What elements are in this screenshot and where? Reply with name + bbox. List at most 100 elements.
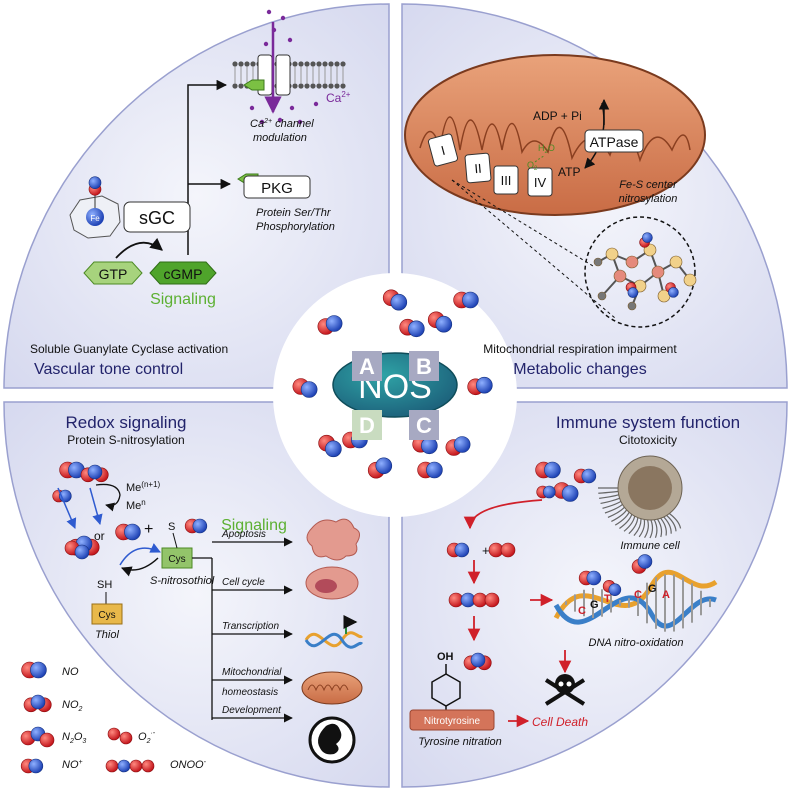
- panel-b-subtitle: Mitochondrial respiration impairment: [483, 342, 677, 356]
- gtp-to-cgmp-arrow: [115, 237, 163, 259]
- nitrogen-atom: [453, 436, 471, 453]
- dna-letter: G: [590, 599, 599, 611]
- complex-label: II: [474, 161, 483, 177]
- panel-d-letter-box: [352, 410, 382, 440]
- no-molecule: [382, 289, 408, 311]
- no-molecule: [367, 457, 393, 479]
- redox-molecules: [52, 461, 141, 560]
- lipid-head: [244, 61, 250, 67]
- lipid-head: [292, 61, 298, 67]
- no-molecule: [445, 436, 471, 456]
- dna-letter: C: [634, 589, 642, 601]
- sh-label: SH: [97, 579, 112, 591]
- sno-group: [184, 518, 208, 534]
- panel-c-subtitle: Citotoxicity: [619, 433, 677, 447]
- oxygen-atom: [500, 542, 516, 558]
- nitrogen-atom: [74, 544, 90, 560]
- complex-box: [493, 165, 519, 195]
- lipid-head: [292, 83, 298, 89]
- oxygen-atom: [105, 759, 119, 773]
- s-bond: [172, 532, 178, 549]
- atp-label: ATP: [558, 165, 580, 179]
- no-molecule: [602, 580, 622, 596]
- me-n1-label: Me(n+1): [126, 480, 161, 494]
- sulfur-atom: [593, 257, 603, 267]
- immune-cell-label: Immune cell: [620, 540, 680, 552]
- no-molecule: [115, 523, 141, 541]
- cys-box-thiol: [91, 603, 123, 625]
- quadrant-d: [3, 401, 390, 788]
- iron-atom: [651, 265, 665, 279]
- sgc-box: [123, 201, 191, 233]
- plus-sign: +: [482, 543, 490, 558]
- dna-label: DNA nitro-oxidation: [589, 637, 684, 649]
- panel-d: D Redox signaling Protein S-nitrosylatio…: [20, 410, 382, 774]
- ca-channel-right: [275, 54, 291, 96]
- lipid-head: [328, 83, 334, 89]
- o2-label: O2: [527, 160, 538, 172]
- signaling-d: Signaling: [221, 517, 287, 534]
- nitrogen-atom: [544, 461, 561, 479]
- nitrogen-atom: [586, 570, 602, 586]
- nitrogen-atom: [642, 232, 653, 243]
- dna-letter: T: [604, 593, 611, 605]
- fes-label-2: nitrosylation: [619, 193, 678, 205]
- lipid-head: [322, 61, 328, 67]
- lipid-head: [250, 61, 256, 67]
- no-molecule: [427, 311, 453, 333]
- lipid-head: [328, 61, 334, 67]
- panel-b-title: Metabolic changes: [513, 361, 646, 378]
- ca-channel-label-2: modulation: [253, 132, 307, 144]
- no-molecule: [59, 461, 85, 479]
- dna-icon: [553, 569, 718, 632]
- panel-c-title: Immune system function: [556, 413, 740, 432]
- complex-label: III: [501, 173, 512, 188]
- panel-a-title: Vascular tone control: [34, 361, 183, 378]
- no-molecule: [467, 376, 493, 396]
- nitrogen-atom: [30, 661, 47, 679]
- oxygen-atom: [39, 732, 55, 748]
- no-molecule: [399, 318, 425, 338]
- sgc-label: sGC: [139, 208, 175, 228]
- o2-h2o-arrow: [534, 155, 545, 163]
- svg-text:Fe: Fe: [90, 214, 100, 223]
- center-no-molecules: [292, 289, 493, 479]
- sulfur-atom: [605, 247, 619, 261]
- embryo-shape: [318, 723, 342, 755]
- nitrogen-atom: [375, 457, 393, 475]
- nitrogen-atom: [462, 291, 479, 309]
- or-label: or: [94, 529, 105, 543]
- fes-cluster: [593, 232, 697, 311]
- lipid-head: [304, 83, 310, 89]
- lipid-head: [310, 61, 316, 67]
- complex-box: [464, 152, 492, 184]
- no-molecule: [553, 482, 579, 502]
- no-molecule: [631, 554, 653, 574]
- blue-arrow-2: [57, 487, 77, 529]
- plus-label: +: [144, 521, 153, 538]
- outcome-label: Transcription: [222, 621, 279, 632]
- fes-label-1: Fe-S center: [619, 179, 678, 191]
- panel-d-subtitle: Protein S-nitrosylation: [67, 433, 184, 447]
- blue-arrow-1: [89, 487, 103, 526]
- gtp-tag: [83, 261, 143, 285]
- no-molecule: [20, 758, 44, 774]
- s-nitrosothiol-label: S-nitrosothiol: [150, 575, 215, 587]
- lipid-head: [298, 61, 304, 67]
- nitrogen-atom: [608, 583, 622, 596]
- mito-small-cristae: [307, 684, 349, 692]
- complex-label: I: [439, 143, 446, 158]
- me-arrow: [95, 483, 121, 512]
- complex-2: II: [464, 152, 492, 184]
- cgmp-branch-line: [187, 79, 228, 255]
- sulfur-atom: [683, 273, 697, 287]
- nitrogen-atom: [581, 468, 597, 484]
- h2o-label: H2O: [538, 143, 555, 155]
- no-on-heme: [88, 176, 102, 196]
- no-molecule: [21, 661, 47, 679]
- nitrogen-atom: [87, 464, 103, 480]
- nitrogen-atom: [30, 694, 46, 710]
- me-n-label: Men: [126, 498, 146, 512]
